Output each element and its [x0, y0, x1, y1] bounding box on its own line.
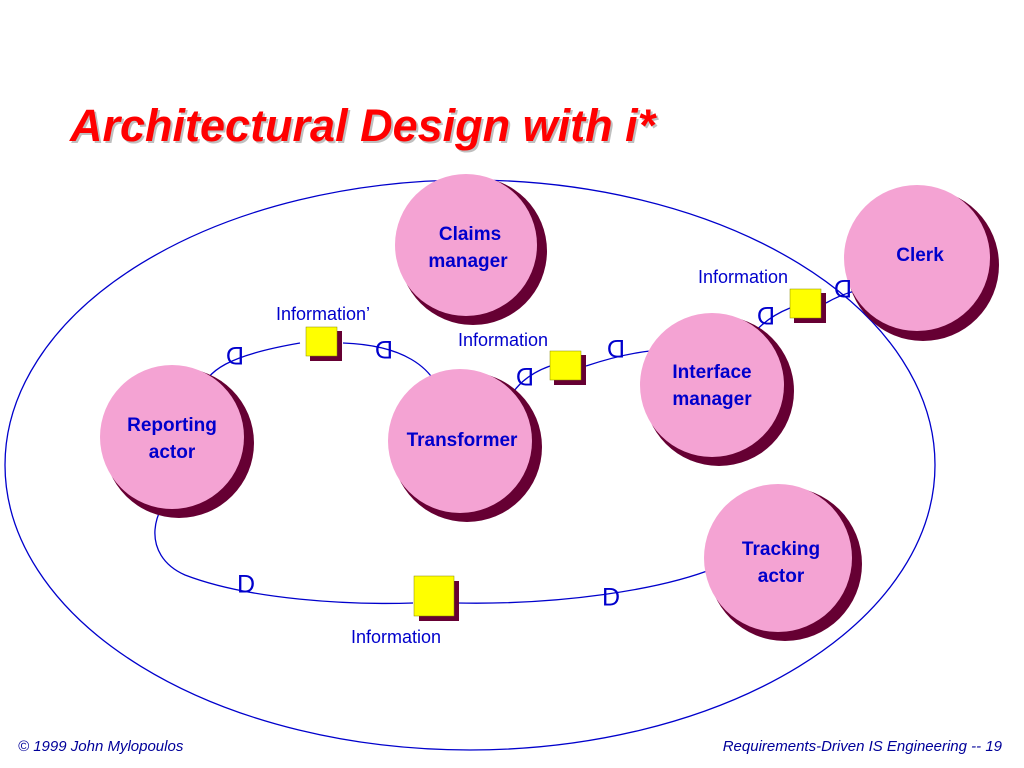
resource-info-interface-transformer [549, 350, 586, 385]
interface-manager-label-2: manager [672, 389, 752, 410]
actor-reporting: Reporting actor [100, 365, 254, 518]
dependency-d-symbol: D [834, 276, 852, 304]
link-info-tracking [456, 567, 716, 604]
claims-manager-label-2: manager [428, 251, 508, 272]
label-info-interface-transformer: Information [458, 330, 548, 350]
dependency-d-symbol: D [226, 343, 244, 371]
dependency-d-symbol: D [757, 303, 775, 331]
label-info-tracking-reporting: Information [351, 627, 441, 647]
tracking-label-1: Tracking [742, 539, 820, 560]
actor-clerk: Clerk [844, 185, 999, 341]
footer-course-page: Requirements-Driven IS Engineering -- 19 [722, 738, 1002, 755]
dependency-d-symbol: D [375, 337, 393, 365]
reporting-label-2: actor [149, 442, 196, 463]
tracking-label-2: actor [758, 566, 805, 587]
resource-info-prime [305, 326, 342, 361]
actor-interface-manager: Interface manager [640, 313, 794, 466]
actor-transformer: Transformer [388, 369, 542, 522]
slide-title: Architectural Design with i* [70, 100, 656, 151]
resource-info-clerk-interface [789, 288, 826, 323]
interface-manager-label-1: Interface [672, 362, 751, 383]
dependency-d-symbol: D [607, 336, 625, 364]
dependency-d-symbol: D [602, 584, 620, 612]
label-info-clerk-interface: Information [698, 267, 788, 287]
clerk-label: Clerk [896, 245, 944, 266]
dependency-d-symbol: D [516, 364, 534, 392]
resource-info-tracking-reporting [413, 575, 459, 621]
transformer-label: Transformer [407, 430, 518, 451]
footer-copyright: © 1999 John Mylopoulos [18, 738, 184, 755]
dependency-symbols: D D D D D D D D [226, 276, 852, 612]
dependency-d-symbol: D [237, 571, 255, 599]
claims-manager-label-1: Claims [439, 224, 501, 245]
label-info-prime: Information’ [276, 304, 370, 324]
actor-tracking: Tracking actor [704, 484, 862, 641]
reporting-label-1: Reporting [127, 415, 217, 436]
actor-claims-manager: Claims manager [395, 174, 547, 325]
